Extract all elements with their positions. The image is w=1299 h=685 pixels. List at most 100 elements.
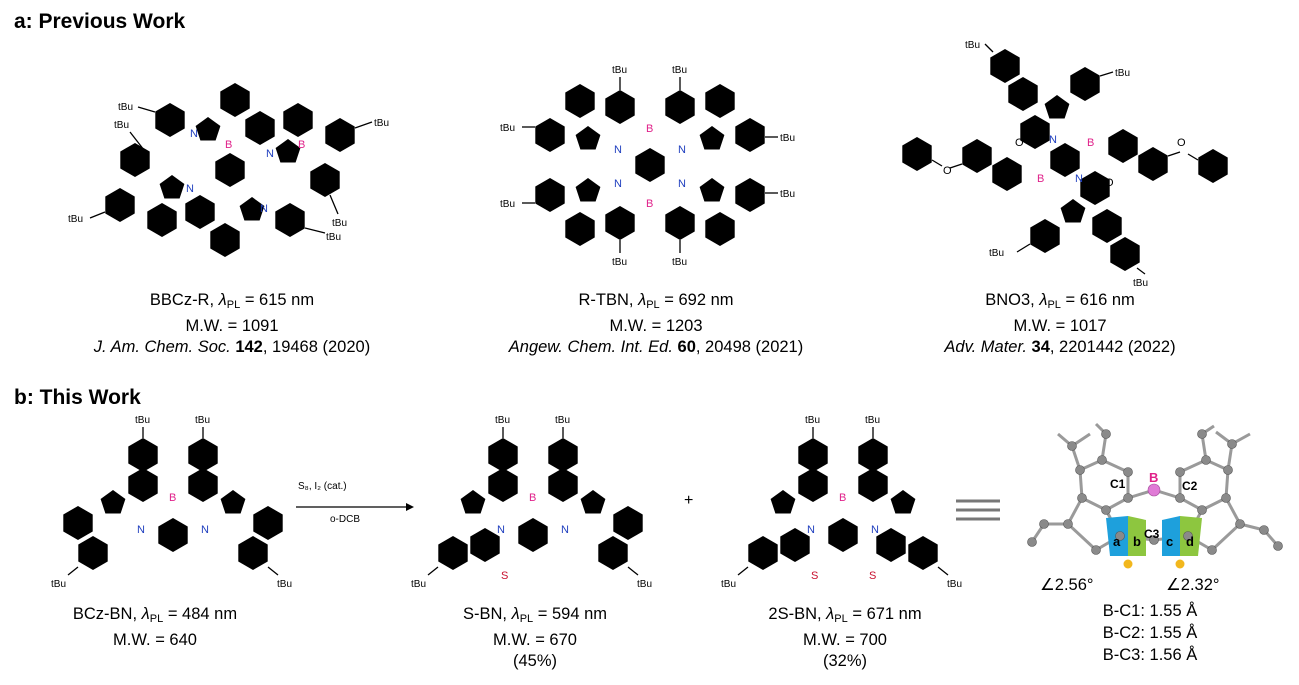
lambda-symbol: λ [511,605,520,623]
molecular-weight: M.W. = 670 [493,631,577,649]
atom-n: N [190,128,198,140]
compound-name: 2S-BN [768,605,817,623]
atom-n: N [678,144,686,156]
atom-n: N [1049,134,1057,146]
ring-label-d: d [1186,534,1194,549]
tbu-label: tBu [51,579,66,590]
torsion-angle-left: ∠2.56° [1040,574,1094,596]
journal-name: Adv. Mater. [944,338,1027,356]
tbu-label: tBu [495,415,510,426]
atom-o: O [1105,177,1114,189]
tbu-label: tBu [865,415,880,426]
atom-b: B [298,139,305,151]
emission-value: = 615 nm [240,291,315,309]
tbu-label: tBu [118,102,133,113]
2s-bn-structure: B N N S S tBu tBu tBu tBu [721,415,962,590]
tbu-label: tBu [374,118,389,129]
pl-subscript: PL [226,299,241,311]
compound-name: BNO3 [985,291,1031,309]
ring-label-c: c [1166,534,1173,549]
lambda-symbol: λ [638,291,647,309]
atom-s: S [811,570,818,582]
crystal-label-c2: C2 [1182,479,1198,493]
tbu-label: tBu [114,120,129,131]
bcz-bn-structure: B N N tBu tBu tBu tBu [51,415,292,590]
tbu-label: tBu [332,218,347,229]
bond-length-b-c2: B-C2: 1.55 Å [1102,624,1198,642]
molecular-weight: M.W. = 700 [803,631,887,649]
ring-label-b: b [1133,534,1141,549]
atom-n: N [614,178,622,190]
bno3-caption: BNO3, λPL = 616 nm M.W. = 1017 Adv. Mate… [930,290,1190,358]
molecular-weight: M.W. = 640 [113,631,197,649]
r-tbn-structure: B B N N N N tBu tBu tBu tBu tBu tBu tBu … [500,65,795,268]
journal-name: Angew. Chem. Int. Ed. [508,338,673,356]
atom-o: O [1015,137,1024,149]
ring-label-a: a [1113,534,1121,549]
tbu-label: tBu [195,415,210,426]
tbu-label: tBu [989,248,1004,259]
atom-b: B [225,139,232,151]
atom-b: B [646,198,653,210]
tbu-label: tBu [1133,278,1148,289]
reaction-reagents: S₈, I₂ (cat.) [298,481,347,492]
atom-n: N [1075,173,1083,185]
tbu-label: tBu [947,579,962,590]
section-a-title: a: Previous Work [14,10,186,33]
reaction-solvent: o-DCB [330,514,361,525]
compound-name: BCz-BN [72,605,133,623]
atom-n: N [614,144,622,156]
atom-b: B [1087,137,1094,149]
emission-value: = 671 nm [847,605,922,623]
lambda-symbol: λ [141,605,150,623]
crystal-label-c3: C3 [1144,527,1160,541]
tbu-label: tBu [411,579,426,590]
tbu-label: tBu [500,123,515,134]
atom-n: N [678,178,686,190]
pl-subscript: PL [834,613,848,625]
atom-n: N [186,183,194,195]
tbu-label: tBu [135,415,150,426]
bcz-bn-caption: BCz-BN, λPL = 484 nm M.W. = 640 [40,604,270,651]
torsion-angle-right: ∠2.32° [1166,574,1220,596]
pl-subscript: PL [149,613,164,625]
bond-length-b-c3: B-C3: 1.56 Å [1102,646,1198,664]
angle-icon: ∠ [1166,576,1181,594]
emission-value: = 692 nm [659,291,734,309]
pl-subscript: PL [1047,299,1061,311]
crystal-structure: B C1 C2 C3 a b c d [1027,422,1283,569]
tbu-label: tBu [672,65,687,76]
tbu-label: tBu [612,65,627,76]
bbcz-r-structure: N N N N B B tBu tBu tBu tBu tBu tBu [68,83,389,257]
tbu-label: tBu [612,257,627,268]
atom-o: O [1177,137,1186,149]
tbu-label: tBu [780,133,795,144]
atom-n: N [260,203,268,215]
emission-value: = 484 nm [163,605,238,623]
tbu-label: tBu [805,415,820,426]
atom-b: B [1037,173,1044,185]
journal-name: J. Am. Chem. Soc. [93,338,231,356]
journal-pages: , 2201442 (2022) [1049,338,1176,356]
journal-pages: , 19468 (2020) [262,338,371,356]
tbu-label: tBu [965,40,980,51]
journal-volume: 60 [677,338,696,356]
bbcz-r-caption: BBCz-R, λPL = 615 nm M.W. = 1091 J. Am. … [93,291,371,356]
atom-n: N [871,524,879,536]
pl-subscript: PL [646,299,660,311]
plus-sign: + [684,492,694,509]
angle-value: 2.32° [1180,576,1220,594]
molecular-weight: M.W. = 1203 [609,317,703,335]
angle-icon: ∠ [1040,576,1055,594]
section-b-title: b: This Work [14,386,141,409]
bond-lengths: B-C1: 1.55 Å B-C2: 1.55 Å B-C3: 1.56 Å [1080,600,1220,666]
journal-volume: 142 [235,338,263,356]
atom-s: S [869,570,876,582]
atom-b: B [529,492,536,504]
pl-subscript: PL [519,613,534,625]
compound-name: BBCz-R [149,291,210,309]
compound-name: S-BN [462,605,503,623]
tbu-label: tBu [326,232,341,243]
tbu-label: tBu [555,415,570,426]
tbu-label: tBu [1115,68,1130,79]
